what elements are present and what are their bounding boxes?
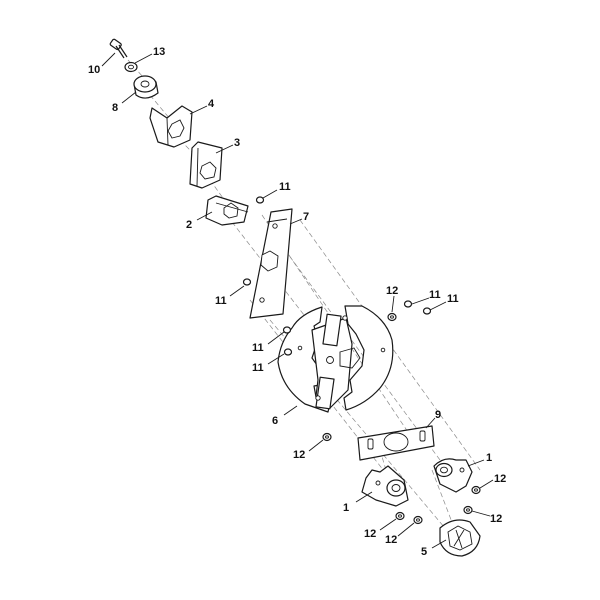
- callout-12-f: 12: [385, 534, 397, 546]
- washer-part-13: [124, 61, 138, 73]
- callout-6: 6: [272, 415, 278, 427]
- guard-part-1-left: [361, 465, 409, 507]
- callout-11-f: 11: [252, 362, 264, 374]
- callout-11-e: 11: [252, 342, 264, 354]
- callout-10: 10: [88, 64, 100, 76]
- callout-11-d: 11: [447, 293, 459, 305]
- blade-part-7: [249, 208, 293, 319]
- spacer-part-8: [133, 75, 159, 99]
- callout-12-e: 12: [364, 528, 376, 540]
- callout-1-left: 1: [343, 502, 349, 514]
- hub-part-5: [439, 519, 481, 557]
- callout-11-a: 11: [279, 181, 291, 193]
- callout-3: 3: [234, 137, 240, 149]
- callout-5: 5: [421, 546, 427, 558]
- guard-part-1-right: [433, 458, 473, 493]
- callout-11-b: 11: [215, 295, 227, 307]
- callout-13: 13: [153, 46, 165, 58]
- callout-9: 9: [435, 409, 441, 421]
- callout-12-a: 12: [386, 285, 398, 297]
- leader-lines: [101, 52, 494, 549]
- callout-12-c: 12: [494, 473, 506, 485]
- bracket-part-2: [205, 195, 249, 226]
- bracket-part-4: [149, 105, 193, 148]
- nut-part-12-group: [322, 312, 481, 525]
- bolt-part-11-group: [242, 196, 432, 356]
- bracket-part-3: [189, 141, 223, 189]
- bolt-part-10: [109, 38, 128, 59]
- disc-part-6: [277, 305, 394, 413]
- callout-8: 8: [112, 102, 118, 114]
- callout-7: 7: [303, 211, 309, 223]
- callout-12-b: 12: [293, 449, 305, 461]
- callout-12-d: 12: [490, 513, 502, 525]
- callout-11-c: 11: [429, 289, 441, 301]
- plate-part-9: [357, 425, 435, 461]
- callout-labels: 10 13 8 4 3 2 11 7 11 12 11 11 11 11 6 9…: [88, 46, 506, 558]
- callout-2: 2: [186, 219, 192, 231]
- callout-1-right: 1: [486, 452, 492, 464]
- callout-4: 4: [208, 98, 215, 110]
